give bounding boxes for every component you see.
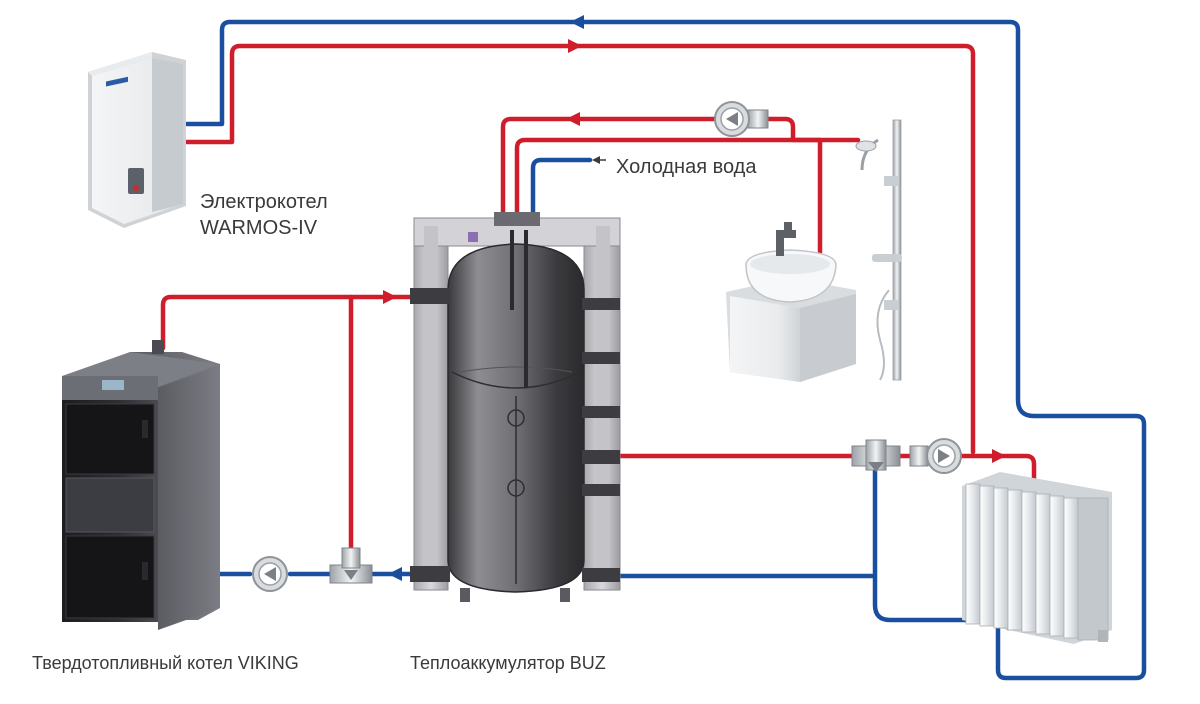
flow-arrows bbox=[383, 15, 1006, 581]
arrow-cold-water bbox=[592, 156, 600, 164]
hot-pipe-electric-supply bbox=[184, 43, 976, 455]
dhw-pump bbox=[714, 101, 769, 137]
cold-pipe-water-inlet bbox=[530, 157, 593, 221]
radiator-pump bbox=[909, 438, 962, 474]
radiator bbox=[962, 472, 1112, 644]
hot-pipe-boiler-supply bbox=[160, 294, 413, 351]
pipes bbox=[160, 19, 1147, 681]
cold-pipe-electric-return bbox=[184, 19, 1147, 681]
arrow-red-dhw bbox=[566, 112, 580, 126]
electric-boiler-display bbox=[128, 168, 144, 194]
electric-boiler bbox=[88, 52, 186, 228]
radiator-sections bbox=[965, 483, 1109, 641]
hot-pipe-dhw-2 bbox=[514, 137, 823, 255]
solid-fuel-boiler bbox=[62, 340, 220, 630]
boiler-mixing-valve bbox=[329, 547, 373, 584]
heat-accumulator-label: Теплоаккумулятор BUZ bbox=[410, 653, 606, 673]
sink bbox=[726, 222, 856, 382]
cold-water-label: Холодная вода bbox=[616, 156, 757, 178]
arrow-blue-accumulator-out bbox=[388, 567, 402, 581]
heat-accumulator bbox=[410, 212, 621, 602]
electric-boiler-label: Электрокотел WARMOS-IV bbox=[200, 189, 328, 241]
electric-boiler-logo bbox=[106, 76, 128, 87]
electric-boiler-label-line1: Электрокотел bbox=[200, 191, 328, 213]
shower bbox=[855, 119, 902, 381]
boiler-display bbox=[102, 380, 124, 390]
arrow-red-radiator bbox=[992, 449, 1006, 463]
arrow-blue-top bbox=[570, 15, 584, 29]
solid-fuel-boiler-label: Твердотопливный котел VIKING bbox=[32, 653, 299, 673]
arrow-red-top bbox=[568, 39, 582, 53]
radiator-mixing-valve bbox=[851, 439, 901, 472]
arrow-red-accumulator-in bbox=[383, 290, 397, 304]
electric-boiler-label-line2: WARMOS-IV bbox=[200, 217, 318, 239]
boiler-return-pump bbox=[252, 556, 288, 592]
hot-pipe-dhw bbox=[500, 116, 861, 221]
